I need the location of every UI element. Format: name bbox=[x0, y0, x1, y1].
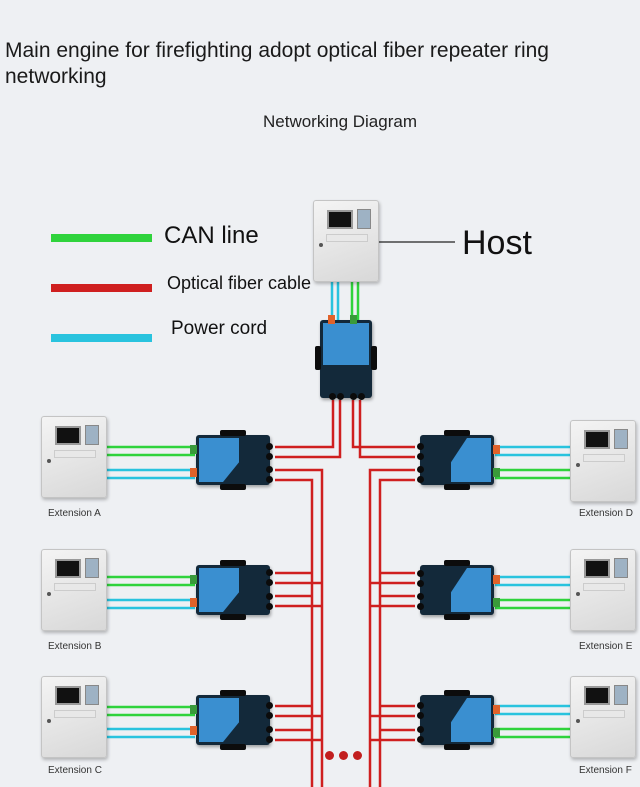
repeater-extension-a bbox=[190, 430, 273, 490]
extension-label-f: Extension F bbox=[579, 765, 632, 776]
legend-swatch-optical-fiber bbox=[51, 284, 152, 292]
panel-lock-icon bbox=[576, 592, 580, 596]
legend-label-can-line: CAN line bbox=[164, 222, 259, 249]
panel-lock-icon bbox=[576, 463, 580, 467]
diagram-subtitle: Networking Diagram bbox=[263, 112, 417, 131]
keypad-icon bbox=[614, 685, 628, 705]
extension-label-d: Extension D bbox=[579, 508, 633, 519]
panel-lock-icon bbox=[47, 719, 51, 723]
optical-fiber-ring bbox=[275, 400, 415, 787]
extension-panel-b bbox=[41, 549, 107, 631]
central-fiber-repeater bbox=[315, 315, 377, 400]
host-control-panel bbox=[313, 200, 379, 282]
lcd-screen-icon bbox=[55, 686, 81, 705]
host-uplink-cables bbox=[330, 275, 360, 320]
panel-strip bbox=[54, 583, 96, 591]
panel-strip bbox=[54, 710, 96, 718]
legend-label-power-cord: Power cord bbox=[171, 318, 268, 339]
keypad-icon bbox=[614, 429, 628, 449]
keypad-icon bbox=[357, 209, 371, 229]
keypad-icon bbox=[85, 685, 99, 705]
repeater-extension-e bbox=[417, 560, 500, 620]
lcd-screen-icon bbox=[584, 686, 610, 705]
repeater-extension-d bbox=[417, 430, 500, 490]
legend-label-optical-fiber: Optical fiber cable bbox=[167, 273, 312, 293]
lcd-screen-icon bbox=[584, 430, 610, 449]
repeater-extension-b bbox=[190, 560, 273, 620]
panel-lock-icon bbox=[319, 243, 323, 247]
keypad-icon bbox=[85, 558, 99, 578]
panel-lock-icon bbox=[47, 459, 51, 463]
extension-label-c: Extension C bbox=[48, 765, 102, 776]
lcd-screen-icon bbox=[55, 426, 81, 445]
legend-swatch-can-line bbox=[51, 234, 152, 242]
keypad-icon bbox=[85, 425, 99, 445]
extension-panel-c bbox=[41, 676, 107, 758]
panel-strip bbox=[326, 234, 368, 242]
panel-strip bbox=[583, 454, 625, 462]
continuation-ellipsis-icon bbox=[325, 747, 367, 765]
extension-panel-d bbox=[570, 420, 636, 502]
page-title: Main engine for firefighting adopt optic… bbox=[5, 39, 549, 88]
lcd-screen-icon bbox=[55, 559, 81, 578]
extension-panel-a bbox=[41, 416, 107, 498]
panel-strip bbox=[583, 710, 625, 718]
panel-strip bbox=[583, 583, 625, 591]
extension-label-e: Extension E bbox=[579, 641, 633, 652]
extension-label-b: Extension B bbox=[48, 641, 102, 652]
legend-swatch-power-cord bbox=[51, 334, 152, 342]
panel-lock-icon bbox=[47, 592, 51, 596]
extension-panel-e bbox=[570, 549, 636, 631]
panel-strip bbox=[54, 450, 96, 458]
repeater-extension-f bbox=[417, 690, 500, 750]
lcd-screen-icon bbox=[584, 559, 610, 578]
lcd-screen-icon bbox=[327, 210, 353, 229]
keypad-icon bbox=[614, 558, 628, 578]
left-extension-cables bbox=[103, 445, 195, 739]
host-label: Host bbox=[462, 224, 532, 262]
extension-panel-f bbox=[570, 676, 636, 758]
panel-lock-icon bbox=[576, 719, 580, 723]
extension-label-a: Extension A bbox=[48, 508, 101, 519]
repeater-extension-c bbox=[190, 690, 273, 750]
right-extension-cables bbox=[495, 445, 572, 739]
